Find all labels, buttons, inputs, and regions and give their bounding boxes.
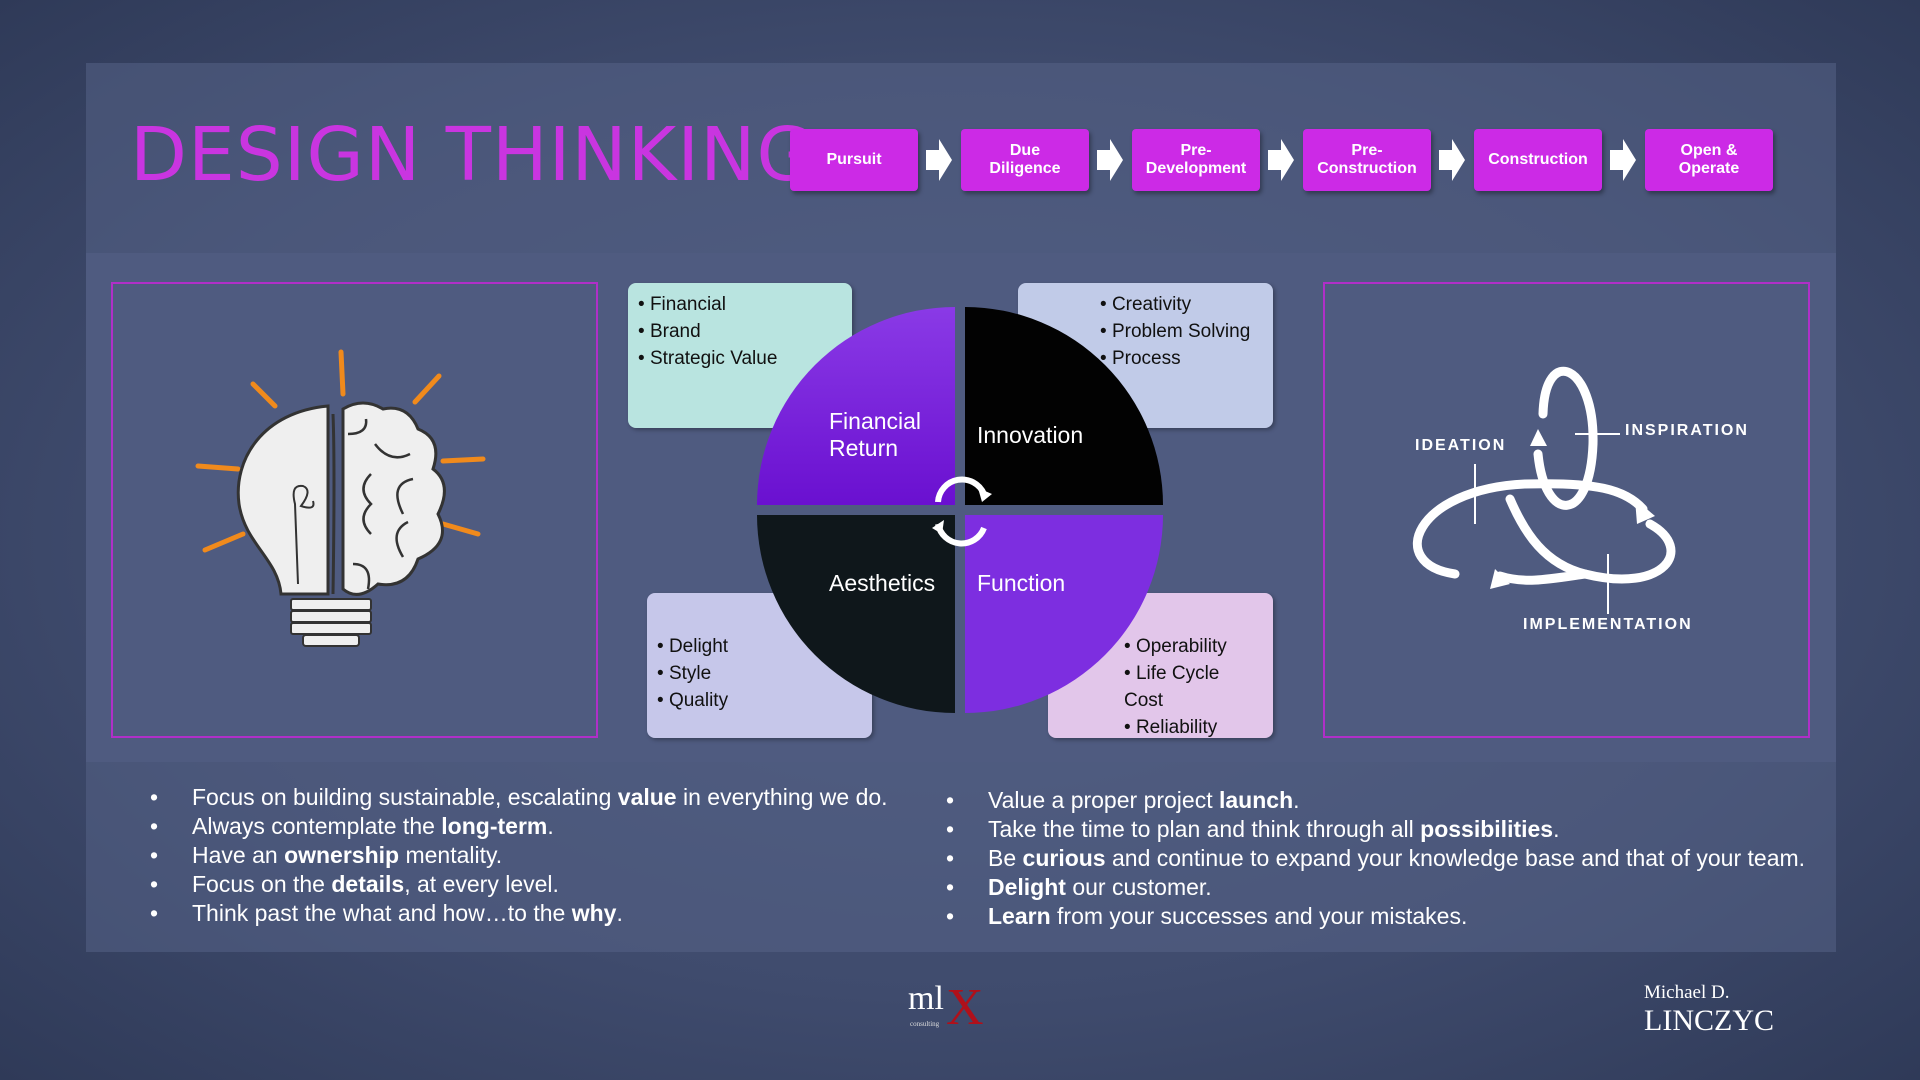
list-item: Process <box>1100 345 1263 372</box>
list-item: Problem Solving <box>1100 318 1263 345</box>
financial-return-label: Financial Return <box>829 408 922 461</box>
cycle-arrows-icon <box>1412 366 1676 614</box>
principle-item: Learn from your successes and your mista… <box>946 902 1805 931</box>
process-step: Pre- Development <box>1132 129 1260 191</box>
process-step: Pursuit <box>790 129 918 191</box>
logo-subtitle: consulting <box>910 1020 940 1028</box>
text: in everything we do. <box>676 784 888 810</box>
arrow-right-icon <box>1439 139 1465 181</box>
emphasis: curious <box>1022 845 1106 871</box>
principle-item: Focus on building sustainable, escalatin… <box>150 783 888 812</box>
mlx-logo: ml X consulting <box>908 979 998 1040</box>
financial-return-quadrant <box>757 307 955 505</box>
text: Take the time to plan and think through … <box>988 816 1421 842</box>
list-item: Delight <box>657 633 862 660</box>
text: . <box>547 813 554 839</box>
logo-x: X <box>946 979 984 1036</box>
list-item: Operability <box>1124 633 1263 660</box>
principle-item: Take the time to plan and think through … <box>946 815 1805 844</box>
list-item: Strategic Value <box>638 345 842 372</box>
emphasis: value <box>617 784 677 810</box>
list-item: Life Cycle Cost <box>1124 660 1263 714</box>
emphasis: launch <box>1219 787 1294 813</box>
list-item: Brand <box>638 318 842 345</box>
cycle-frame: IDEATION INSPIRATION IMPLEMENTATION <box>1323 282 1810 738</box>
innovation-quadrant <box>965 307 1163 505</box>
aesthetics-quadrant <box>757 515 955 713</box>
emphasis: ownership <box>284 842 400 868</box>
aesthetics-label: Aesthetics <box>829 570 936 596</box>
emphasis: possibilities <box>1420 816 1554 842</box>
function-quadrant <box>965 515 1163 713</box>
function-label: Function <box>977 570 1066 596</box>
list-item: Creativity <box>1100 291 1263 318</box>
process-step: Due Diligence <box>961 129 1089 191</box>
emphasis: Learn <box>988 903 1051 929</box>
author-first: Michael D. <box>1644 982 1730 1003</box>
lightbulb-brain-icon <box>195 349 486 647</box>
emphasis: long-term <box>441 813 548 839</box>
text: Focus on building sustainable, escalatin… <box>192 784 618 810</box>
author-last: LINCZYC <box>1644 1004 1774 1037</box>
text: our customer. <box>1065 874 1212 900</box>
arrow-right-icon <box>1610 139 1636 181</box>
principle-item: Be curious and continue to expand your k… <box>946 844 1805 873</box>
lightbulb-frame <box>111 282 598 738</box>
principle-item: Think past the what and how…to the why. <box>150 899 888 928</box>
arrow-right-icon <box>1268 139 1294 181</box>
text: mentality. <box>399 842 503 868</box>
text: , at every level. <box>404 871 559 897</box>
process-step: Pre- Construction <box>1303 129 1431 191</box>
emphasis: why <box>571 900 617 926</box>
principle-item: Focus on the details, at every level. <box>150 870 888 899</box>
principle-item: Always contemplate the long-term. <box>150 812 888 841</box>
innovation-label: Innovation <box>977 422 1084 448</box>
inspiration-label: INSPIRATION <box>1625 422 1749 439</box>
principle-item: Have an ownership mentality. <box>150 841 888 870</box>
list-item: Style <box>657 660 862 687</box>
principle-item: Delight our customer. <box>946 873 1805 902</box>
text: Focus on the <box>192 871 332 897</box>
implementation-label: IMPLEMENTATION <box>1523 616 1693 633</box>
arrow-right-icon <box>1097 139 1123 181</box>
principles-right-list: Value a proper project launch.Take the t… <box>946 786 1805 931</box>
process-step: Construction <box>1474 129 1602 191</box>
text: Think past the what and how…to the <box>192 900 572 926</box>
emphasis: Delight <box>988 874 1066 900</box>
ideation-label: IDEATION <box>1415 437 1507 454</box>
list-item: Reliability <box>1124 714 1263 741</box>
process-step: Open & Operate <box>1645 129 1773 191</box>
list-item: Financial <box>638 291 842 318</box>
text: Value a proper project <box>988 787 1219 813</box>
quadrant-wheel <box>757 307 1163 713</box>
text: Always contemplate the <box>192 813 442 839</box>
text: . <box>1553 816 1560 842</box>
principle-item: Value a proper project launch. <box>946 786 1805 815</box>
text: from your successes and your mistakes. <box>1050 903 1468 929</box>
emphasis: details <box>331 871 405 897</box>
logo-text: ml <box>908 980 944 1017</box>
text: . <box>616 900 623 926</box>
page-title: DESIGN THINKING <box>130 112 815 198</box>
list-item: Quality <box>657 687 862 714</box>
text: Be <box>988 845 1023 871</box>
text: Have an <box>192 842 285 868</box>
text: and continue to expand your knowledge ba… <box>1105 845 1806 871</box>
text: . <box>1293 787 1300 813</box>
principles-left-list: Focus on building sustainable, escalatin… <box>150 783 888 928</box>
arrow-right-icon <box>926 139 952 181</box>
